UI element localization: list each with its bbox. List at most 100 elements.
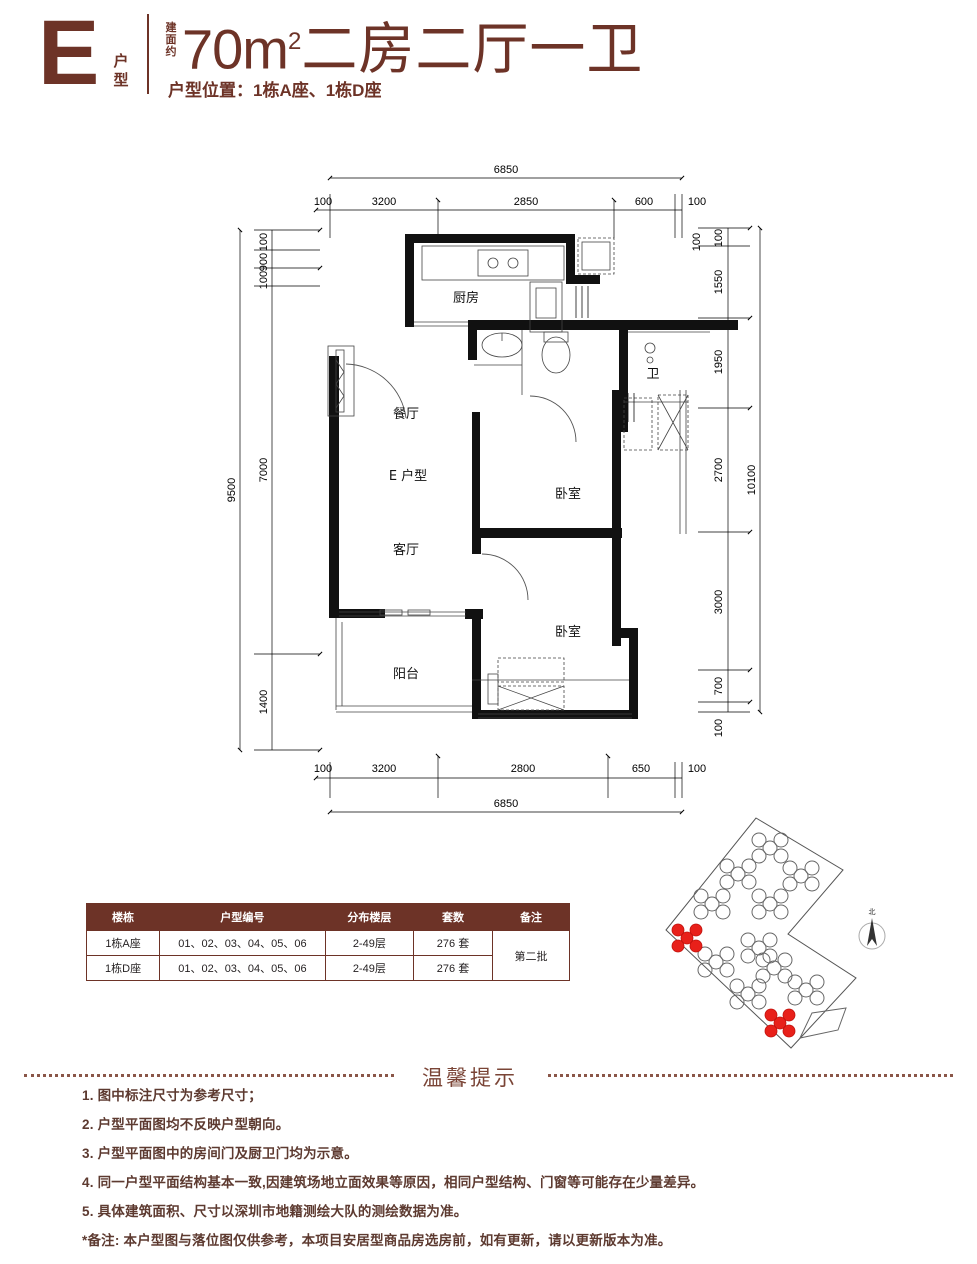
dim-right-5: 700 — [713, 677, 725, 695]
page-header: E 户型 建面约 70m2二房二厅一卫 户型位置：1栋A座、1栋D座 — [0, 0, 977, 112]
note-item: 1. 图中标注尺寸为参考尺寸； — [82, 1088, 263, 1103]
tips-title: 温馨提示 — [422, 1067, 518, 1090]
area-unit: m — [242, 17, 289, 81]
svg-text:100: 100 — [691, 233, 703, 251]
plan-thin-lines — [327, 237, 710, 719]
north-arrow-icon: 北 — [858, 908, 886, 950]
tower — [697, 946, 735, 978]
dim-top-3: 600 — [635, 196, 653, 208]
th-floors: 分布楼层 — [324, 903, 414, 931]
dim-top-0: 100 — [314, 196, 332, 208]
dim-right-2: 1950 — [713, 350, 725, 374]
dim-bottom-chain: 100 3200 2800 650 100 — [313, 753, 706, 798]
cell-floors: 2-49层 — [324, 955, 414, 981]
room-label-bedroom-2: 卧室 — [555, 624, 581, 640]
door-swings — [345, 363, 577, 601]
dim-top-overall: 6850 — [327, 164, 685, 181]
cell-building: 1栋D座 — [85, 955, 161, 981]
table-row: 1栋D座 01、02、03、04、05、06 2-49层 276 套 — [85, 955, 570, 981]
cell-count: 276 套 — [412, 930, 494, 956]
tower — [729, 978, 767, 1010]
dim-bottom-overall-text: 6850 — [494, 798, 518, 810]
cell-unit-no: 01、02、03、04、05、06 — [159, 955, 326, 981]
room-label-balcony: 阳台 — [393, 667, 419, 682]
room-label-living: 客厅 — [393, 542, 419, 558]
tower — [751, 832, 789, 864]
dim-bottom-1: 3200 — [372, 763, 396, 775]
tower — [755, 952, 793, 984]
table-header-row: 楼栋 户型编号 分布楼层 套数 备注 — [85, 903, 570, 931]
tower — [719, 858, 757, 890]
dim-bottom-0: 100 — [314, 763, 332, 775]
dim-right-overall-text: 10100 — [746, 465, 758, 496]
tips-banner: 温馨提示 — [0, 1062, 977, 1090]
site-tower-highlighted — [671, 923, 796, 1038]
site-plan-svg: 北 — [665, 817, 886, 1049]
note-item: 3. 户型平面图中的房间门及厨卫门均为示意。 — [82, 1146, 358, 1161]
cell-unit-no: 01、02、03、04、05、06 — [159, 930, 326, 956]
dim-right-3: 2700 — [713, 458, 725, 482]
dim-right-0: 100 — [713, 229, 725, 247]
dim-left-overall: 9500 — [226, 227, 243, 753]
north-label: 北 — [869, 908, 876, 916]
dim-bottom-3: 650 — [632, 763, 650, 775]
floor-plan-svg: 6850 100 3200 2850 600 100 9500 — [226, 164, 763, 815]
area-superscript: 2 — [287, 28, 302, 55]
plan-walls — [329, 234, 738, 719]
tower — [782, 860, 820, 892]
unit-letter: E — [38, 2, 99, 104]
dim-bottom-2: 2800 — [511, 763, 535, 775]
dim-right-1: 1550 — [713, 270, 725, 294]
dim-left-overall-text: 9500 — [226, 478, 238, 502]
cell-building: 1栋A座 — [85, 930, 161, 956]
site-towers — [693, 832, 825, 1010]
th-count: 套数 — [412, 903, 494, 931]
dim-top-2: 2850 — [514, 196, 538, 208]
dots-left — [24, 1074, 394, 1077]
dim-right-6: 100 — [713, 719, 725, 737]
dim-left-4: 1400 — [258, 690, 270, 714]
header-title: 70m2二房二厅一卫 — [182, 12, 643, 80]
dots-right — [548, 1074, 953, 1077]
notes-section: 温馨提示 1. 图中标注尺寸为参考尺寸； 2. 户型平面图均不反映户型朝向。 3… — [0, 1062, 977, 1262]
unit-distribution-table: 楼栋 户型编号 分布楼层 套数 备注 1栋A座 01、02、03、04、05、0… — [85, 903, 570, 981]
tower — [693, 888, 731, 920]
header-divider — [147, 14, 149, 94]
th-unit-no: 户型编号 — [159, 903, 326, 931]
dim-left-chain: 100 900 100 7000 1400 — [254, 227, 323, 753]
floor-plan: 6850 100 3200 2850 600 100 9500 — [210, 150, 790, 830]
dim-top-4: 100 — [688, 196, 706, 208]
dim-bottom-overall: 6850 — [327, 798, 685, 815]
tower — [787, 974, 825, 1006]
dim-right-edge-100: 100 — [691, 233, 703, 251]
unit-type-plan-label: E 户型 — [389, 468, 427, 484]
unit-location: 户型位置：1栋A座、1栋D座 — [168, 81, 382, 100]
dim-left-3: 7000 — [258, 458, 270, 482]
note-item: 2. 户型平面图均不反映户型朝向。 — [82, 1117, 290, 1132]
dim-right-overall: 10100 — [746, 225, 763, 715]
tower-highlight-b — [764, 1008, 796, 1038]
room-label-kitchen: 厨房 — [453, 290, 479, 306]
dim-left-0: 100 — [258, 233, 270, 251]
th-building: 楼栋 — [85, 903, 161, 931]
room-label-bathroom: 卫 — [646, 367, 659, 382]
dim-left-2: 100 — [258, 271, 270, 289]
tower — [740, 932, 778, 964]
dim-top-chain: 100 3200 2850 600 100 — [313, 194, 706, 238]
unit-type-label: 户型 — [113, 53, 129, 89]
tower-highlight-a — [671, 923, 703, 953]
site-annex — [799, 1007, 847, 1039]
site-key-plan: 北 — [660, 808, 960, 1058]
gross-area-label: 建面约 — [165, 22, 177, 58]
room-label-dining: 餐厅 — [393, 406, 419, 422]
room-labels: 厨房 卫 餐厅 客厅 卧室 卧室 阳台 E 户型 — [389, 290, 660, 682]
area-value: 70 — [182, 17, 243, 81]
th-remark: 备注 — [492, 903, 570, 931]
note-item: 5. 具体建筑面积、尺寸以深圳市地籍测绘大队的测绘数据为准。 — [82, 1204, 468, 1219]
cell-count: 276 套 — [412, 955, 494, 981]
dim-top-overall-text: 6850 — [494, 164, 518, 176]
cell-remark: 第二批 — [492, 930, 570, 981]
cell-floors: 2-49层 — [324, 930, 414, 956]
site-boundary — [665, 817, 857, 1049]
room-label-bedroom-1: 卧室 — [555, 486, 581, 502]
